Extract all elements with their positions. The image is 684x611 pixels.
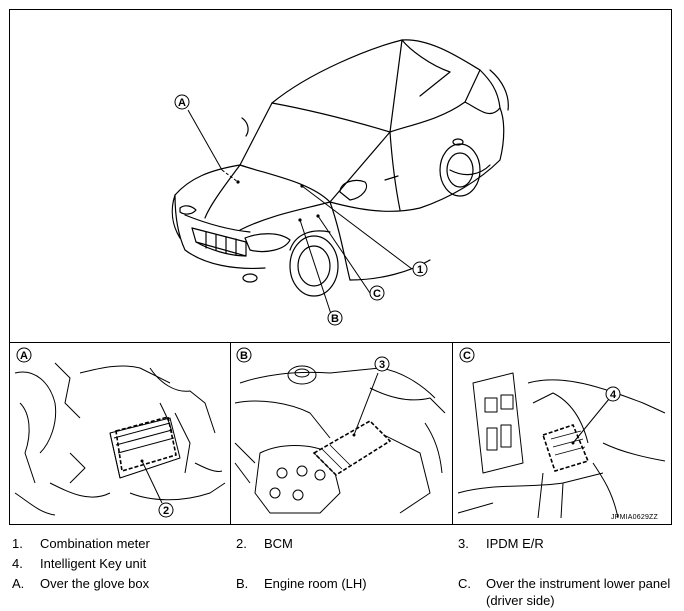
svg-text:A: A [20, 350, 28, 362]
svg-text:4: 4 [610, 389, 617, 401]
legend: 1. Combination meter 2. BCM 3. IPDM E/R … [0, 530, 684, 611]
legend-text: Combination meter [40, 536, 150, 551]
legend-text: IPDM E/R [486, 536, 544, 551]
legend-number: B. [236, 576, 249, 591]
svg-text:1: 1 [417, 264, 423, 276]
legend-number: 1. [12, 536, 23, 551]
vehicle-illustration: A 1 C B [10, 10, 670, 342]
legend-text: Intelligent Key unit [40, 556, 147, 571]
callout-1: 1 [412, 261, 428, 277]
callout-b: B [327, 310, 343, 326]
detail-panels: A 2 [10, 342, 670, 524]
legend-number: C. [458, 576, 471, 591]
leader-lines [187, 109, 413, 318]
detail-panel-a: A 2 [10, 343, 231, 524]
legend-text: Over the instrument lower panel [486, 576, 671, 591]
svg-text:C: C [373, 288, 381, 300]
svg-text:B: B [331, 313, 339, 325]
svg-text:2: 2 [163, 505, 169, 517]
callout-2: 2 [158, 502, 174, 518]
legend-text: Over the glove box [40, 576, 150, 591]
legend-number: 3. [458, 536, 469, 551]
diagram-frame: A 1 C B [9, 9, 672, 525]
panel-b-tag: B [236, 347, 252, 363]
svg-text:A: A [178, 97, 186, 109]
svg-text:B: B [240, 350, 248, 362]
legend-number: 2. [236, 536, 247, 551]
callout-a: A [174, 94, 190, 110]
panel-c-tag: C [459, 347, 475, 363]
legend-text: (driver side) [486, 593, 555, 608]
callout-4: 4 [605, 386, 621, 402]
car-outline [171, 39, 509, 297]
legend-number: 4. [12, 556, 23, 571]
callout-3: 3 [374, 356, 390, 372]
detail-panel-c: C 4 JPMIA0629ZZ [453, 343, 670, 524]
svg-text:3: 3 [379, 359, 385, 371]
leader-dots [236, 180, 320, 222]
callout-c: C [369, 285, 385, 301]
figure-code: JPMIA0629ZZ [611, 514, 658, 521]
legend-text: Engine room (LH) [264, 576, 367, 591]
legend-number: A. [12, 576, 25, 591]
svg-text:C: C [463, 350, 471, 362]
legend-text: BCM [264, 536, 293, 551]
panel-a-tag: A [16, 347, 32, 363]
detail-panel-b: B 3 [230, 343, 453, 524]
